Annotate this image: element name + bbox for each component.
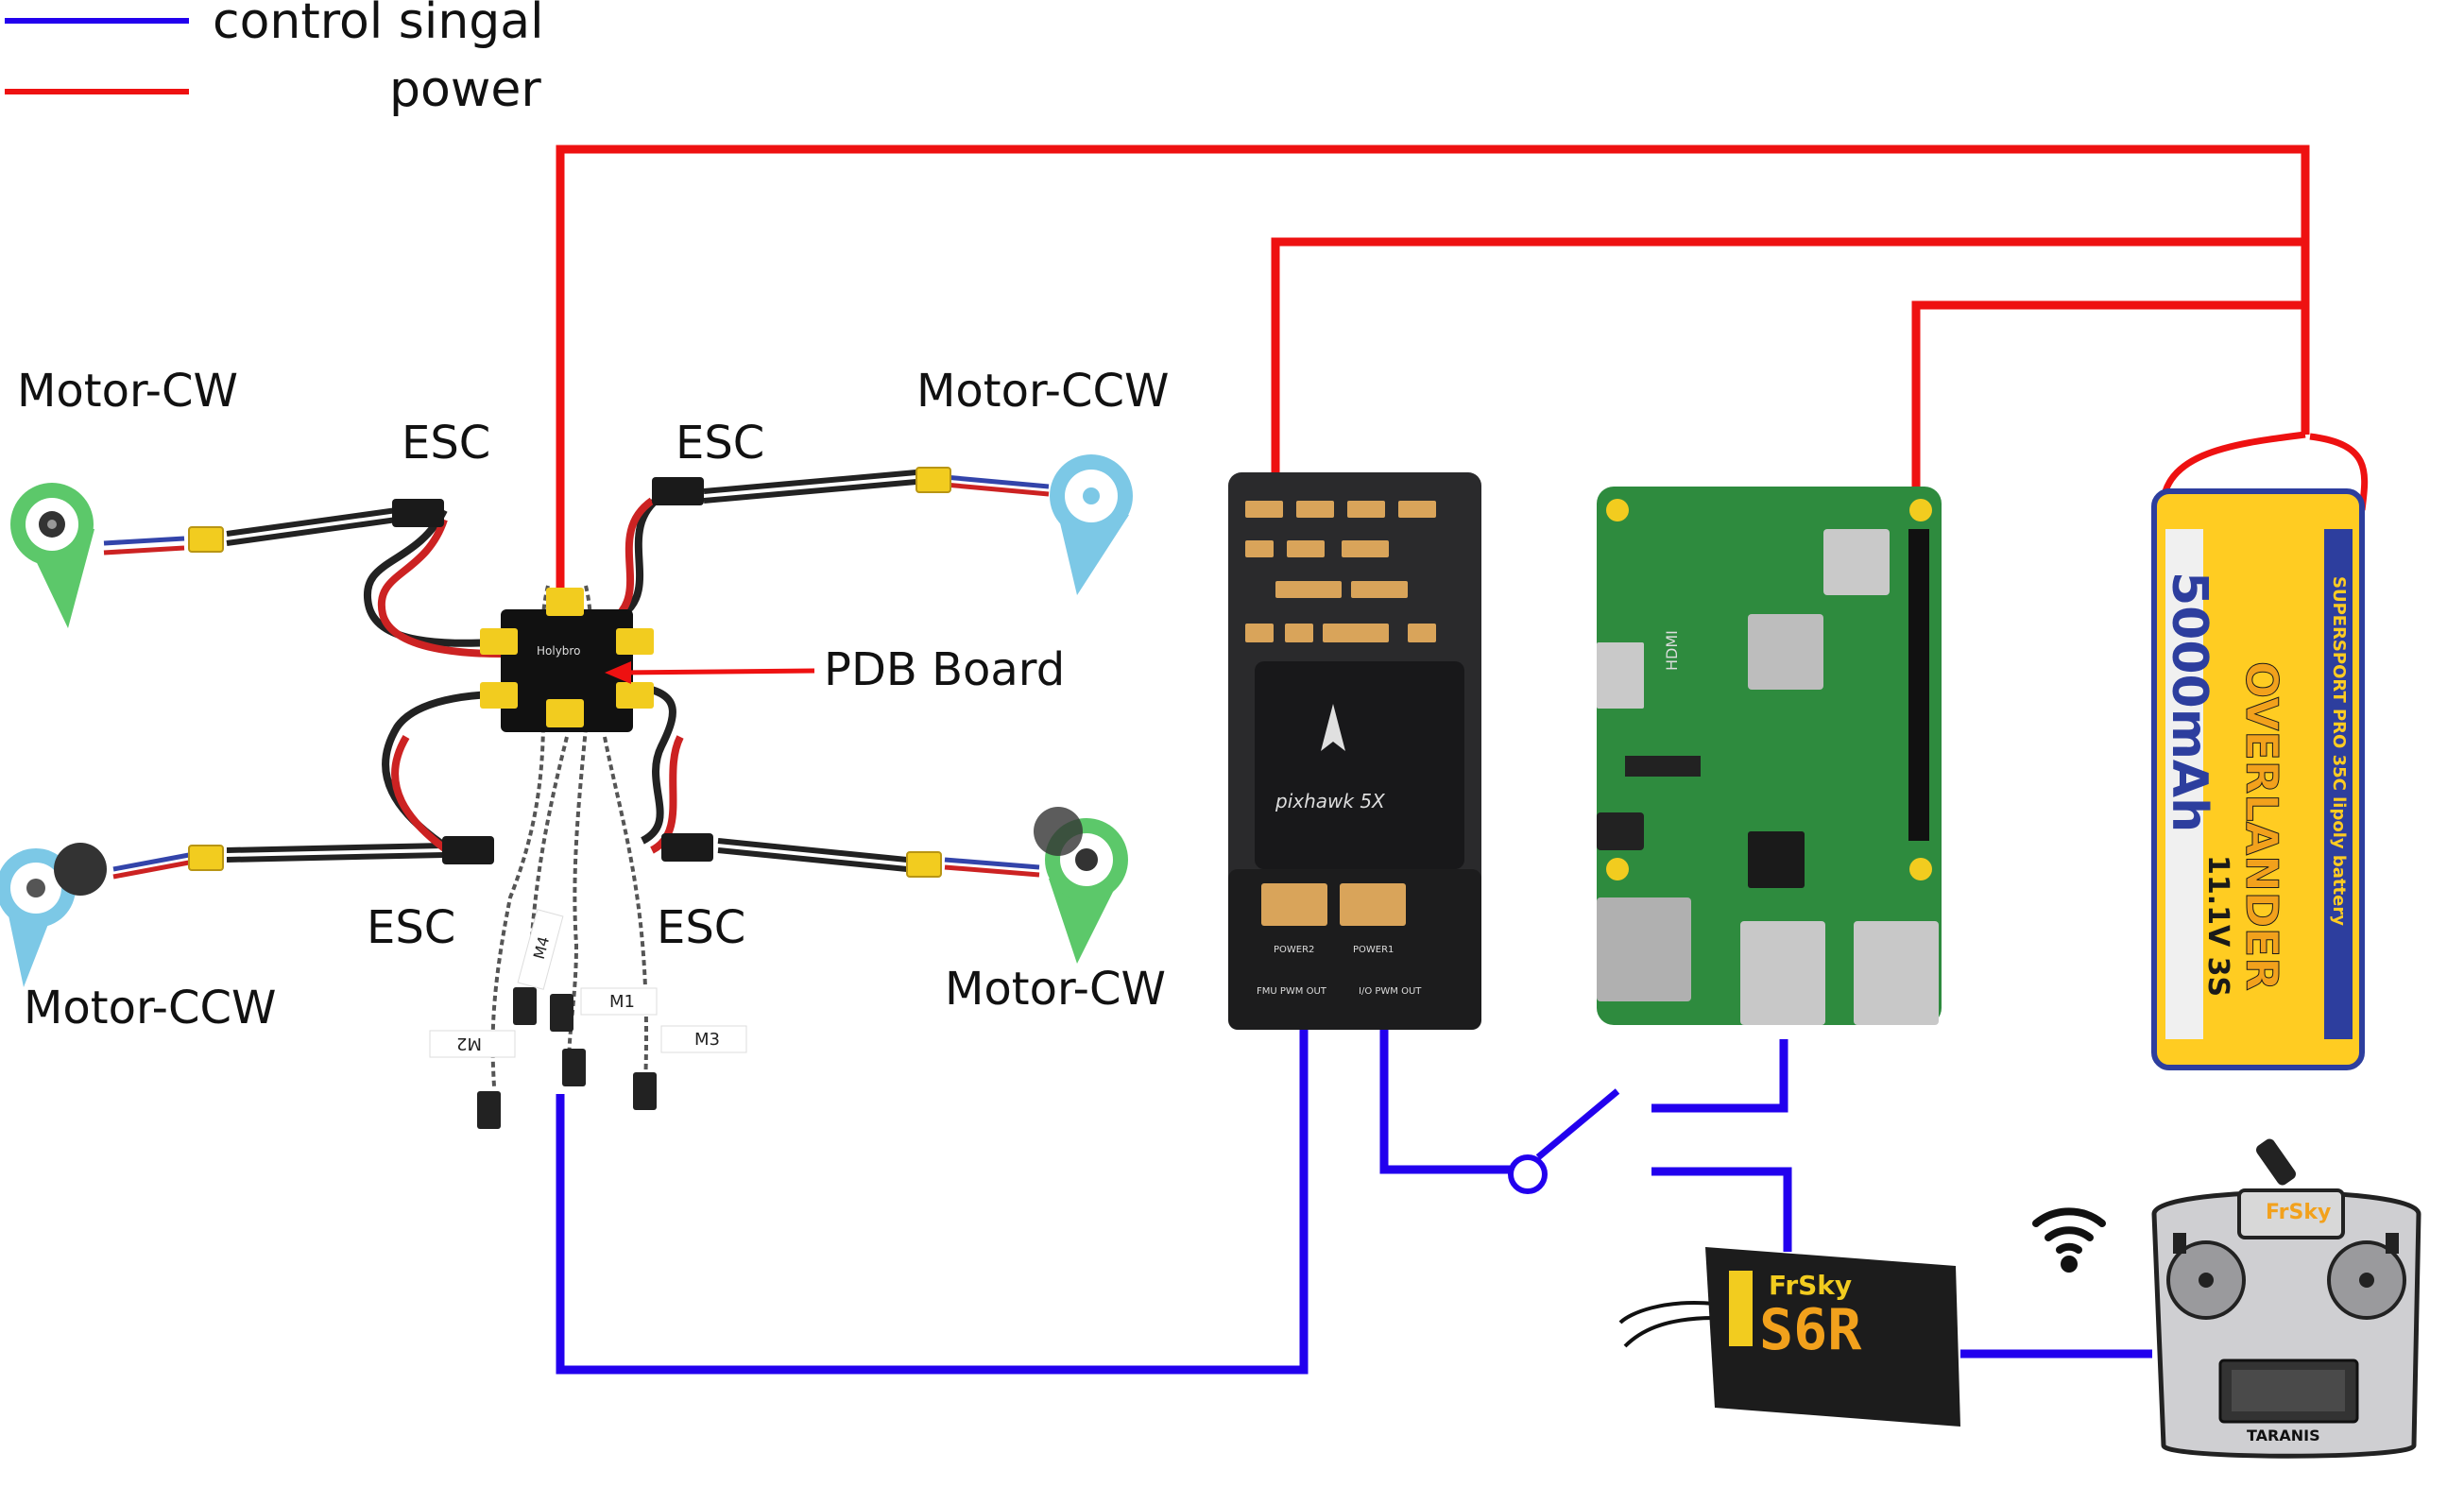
legend-control-label: control singal [213, 0, 544, 50]
label-esc-bottom-left: ESC [367, 901, 455, 954]
switch-pivot [1508, 1154, 1548, 1194]
receiver-model: S6R [1759, 1297, 1862, 1363]
battery-series: SUPERSPORT PRO 35C lipoly battery [2329, 576, 2349, 926]
radio-brand: FrSky [2266, 1201, 2331, 1224]
esc-module-bottom-left [442, 836, 494, 864]
battery-capacity: 5000mAh [2161, 572, 2217, 832]
rc-receiver: FrSky S6R [1618, 1247, 1960, 1427]
power-wire-pixhawk [1271, 237, 2305, 487]
label-motor-ccw-bottom: Motor-CCW [24, 982, 276, 1034]
legend-power-label: power [389, 61, 541, 118]
motor-ccw-bottom [0, 843, 107, 987]
servo-connectors: M4 M1 M2 M3 [429, 909, 747, 1129]
pixhawk-arrow-icon [1321, 704, 1345, 751]
pixhawk-power2-label: POWER2 [1274, 945, 1314, 955]
label-motor-cw-top: Motor-CW [17, 365, 238, 418]
pixhawk-flight-controller: pixhawk 5X POWER2 POWER1 FMU PWM OUT I/O… [1228, 472, 1481, 1030]
svg-text:M1: M1 [609, 992, 635, 1012]
motor-tag-m4: M4 [517, 909, 564, 990]
label-motor-cw-bottom: Motor-CW [945, 963, 1166, 1016]
motor-tag-m3: M3 [660, 1025, 747, 1053]
motor-cw-bottom [1034, 807, 1128, 964]
motor-tag-m2: M2 [429, 1030, 516, 1058]
receiver-brand: FrSky [1769, 1270, 1852, 1301]
rpi-hdmi-label: HDMI [1663, 630, 1681, 671]
raspberry-pi: HDMI [1597, 487, 1942, 1025]
pixhawk-io-label: I/O PWM OUT [1359, 986, 1422, 997]
pdb-board: Holybro [480, 588, 815, 732]
esc-wiring [103, 470, 1050, 1087]
control-wire-rpi [1651, 1039, 1788, 1113]
selector-switch [1508, 1088, 1620, 1194]
label-esc-bottom-right: ESC [657, 901, 745, 954]
radio-transmitter: FrSky TARANIS [2151, 1138, 2421, 1459]
pixhawk-fmu-label: FMU PWM OUT [1257, 986, 1327, 997]
power-wires [556, 145, 2310, 595]
motor-cw-top [10, 483, 94, 628]
pdb-brand: Holybro [537, 644, 580, 658]
control-wires [556, 1004, 2152, 1375]
label-esc-top-left: ESC [402, 417, 490, 470]
esc-modules [188, 467, 951, 878]
pdb-pointer-arrow [618, 668, 815, 675]
motor-ccw-top [1050, 454, 1133, 595]
esc-module-top-right [652, 477, 704, 505]
pixhawk-power1-label: POWER1 [1353, 945, 1394, 955]
switch-lever [1535, 1088, 1620, 1160]
power-wire-pdb [556, 145, 2310, 595]
pixhawk-brand: pixhawk 5X [1275, 790, 1386, 812]
radio-model: TARANIS [2247, 1427, 2320, 1444]
motor-tag-m1: M1 [580, 987, 658, 1016]
power-wire-rpi [1911, 300, 2305, 510]
battery-brand: OVERLANDER [2236, 661, 2287, 991]
lipo-battery: 5000mAh OVERLANDER 11.1V 3S SUPERSPORT P… [2151, 431, 2369, 1070]
battery-spec: 11.1V 3S [2201, 855, 2234, 997]
control-wire-pwm [556, 1028, 1309, 1375]
svg-text:M3: M3 [694, 1030, 720, 1050]
label-esc-top-right: ESC [676, 417, 764, 470]
label-motor-ccw-top: Motor-CCW [916, 365, 1169, 418]
control-wire-io [1379, 1004, 1512, 1174]
control-wire-receiver [1651, 1167, 1792, 1252]
esc-module-bottom-right [661, 833, 713, 862]
legend: control singal power [5, 0, 544, 118]
svg-text:M2: M2 [456, 1034, 482, 1053]
component-labels: Motor-CW ESC ESC Motor-CCW PDB Board ESC… [17, 365, 1169, 1034]
label-pdb-board: PDB Board [824, 643, 1065, 696]
wifi-icon [2032, 1207, 2106, 1273]
esc-module-top-left [392, 499, 444, 527]
